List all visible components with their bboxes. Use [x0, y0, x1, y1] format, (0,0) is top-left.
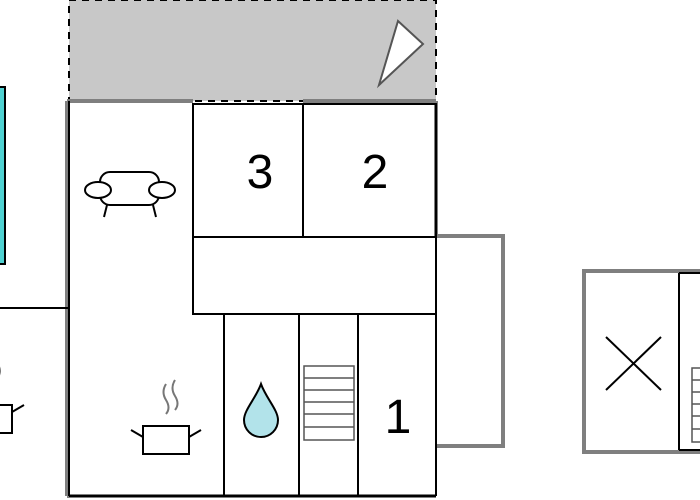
- stairs-icon-partial: [691, 367, 700, 443]
- stairs-icon: [303, 365, 355, 441]
- compass-icon: [376, 19, 425, 89]
- room-number-1: 1: [385, 391, 412, 444]
- sofa-icon: [84, 171, 176, 218]
- terrace: [68, 0, 437, 102]
- room-number-2: 2: [362, 146, 389, 199]
- x-mark-icon: [605, 336, 662, 391]
- room-number-3: 3: [247, 146, 274, 199]
- cooking-pot-icon: [130, 379, 202, 455]
- window-left: [0, 86, 6, 265]
- outbuilding: [582, 269, 700, 454]
- water-drop-icon: [242, 381, 280, 438]
- outer-walls: [65, 99, 505, 498]
- interior-walls: [0, 101, 437, 497]
- cooking-pot-icon-partial: [0, 366, 25, 434]
